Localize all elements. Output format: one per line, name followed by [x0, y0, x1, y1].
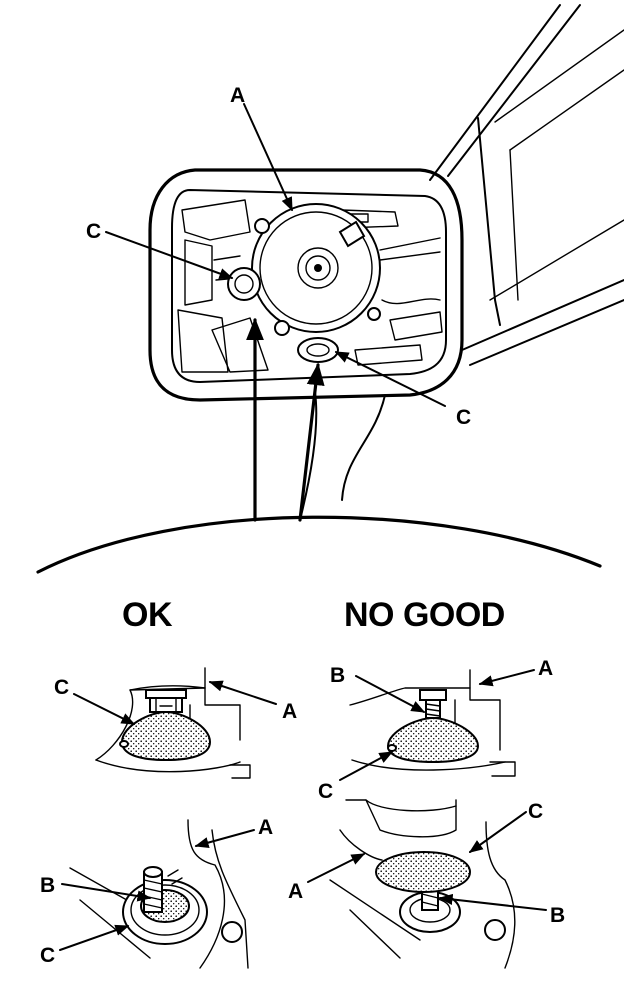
leader-ok-lower-c	[59, 924, 130, 951]
label-ok-lower-b: B	[40, 874, 55, 897]
label-top-a: A	[230, 84, 245, 107]
detail-zoom-arc	[36, 515, 602, 574]
label-ng-lower-c: C	[528, 800, 543, 823]
leader-top-c-left	[105, 231, 234, 279]
label-ng-upper-a: A	[538, 657, 553, 680]
leader-top-c-right	[334, 351, 446, 407]
label-ng-lower-a: A	[288, 880, 303, 903]
label-ok-lower-a: A	[258, 816, 273, 839]
door-mirror-drawing	[148, 4, 624, 521]
heading-no-good: NO GOOD	[344, 596, 505, 634]
label-top-c-left: C	[86, 220, 101, 243]
leader-ng-upper-c	[339, 751, 394, 781]
no-good-upper-detail	[349, 669, 516, 777]
leader-ng-upper-b	[355, 675, 426, 713]
leader-ng-lower-b	[438, 893, 547, 911]
leader-ok-lower-b	[61, 883, 152, 902]
label-ng-upper-b: B	[330, 664, 345, 687]
leader-ok-upper-c	[73, 693, 136, 725]
label-ok-upper-a: A	[282, 700, 297, 723]
leader-top-a	[243, 103, 293, 212]
ok-lower-detail	[69, 819, 249, 969]
leader-ng-lower-c	[468, 811, 527, 853]
leader-ng-upper-a	[478, 669, 535, 687]
label-top-c-right: C	[456, 406, 471, 429]
no-good-lower-detail	[329, 799, 516, 969]
leader-ng-lower-a	[307, 853, 366, 883]
ok-upper-detail	[95, 667, 251, 779]
heading-ok: OK	[122, 596, 173, 634]
leader-ok-upper-a	[208, 680, 277, 705]
label-ng-lower-b: B	[550, 904, 565, 927]
label-ok-lower-c: C	[40, 944, 55, 967]
label-ng-upper-c: C	[318, 780, 333, 803]
label-ok-upper-c: C	[54, 676, 69, 699]
detail-arrow-right	[298, 362, 325, 522]
leader-ok-lower-a	[194, 829, 255, 849]
